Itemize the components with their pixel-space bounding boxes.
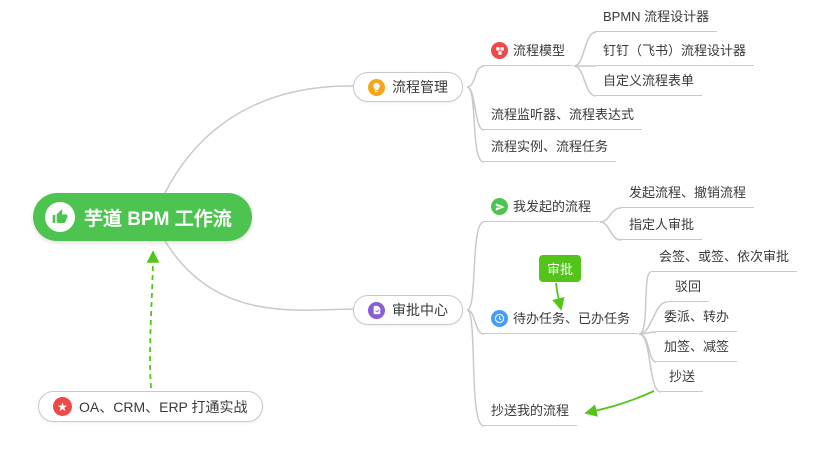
node-practice[interactable]: ★ OA、CRM、ERP 打通实战 bbox=[38, 391, 263, 422]
custom-form-label: 自定义流程表单 bbox=[603, 73, 695, 88]
node-approve-tag[interactable]: 审批 bbox=[539, 255, 582, 282]
node-process-mgmt[interactable]: 流程管理 bbox=[353, 72, 463, 102]
addsign-label: 加签、减签 bbox=[664, 339, 730, 354]
cc-my-label: 抄送我的流程 bbox=[491, 403, 570, 418]
node-addsign[interactable]: 加签、减签 bbox=[656, 333, 738, 362]
node-listener[interactable]: 流程监听器、流程表达式 bbox=[483, 101, 643, 130]
node-custom-form[interactable]: 自定义流程表单 bbox=[595, 67, 703, 96]
node-reject[interactable]: 驳回 bbox=[667, 273, 710, 302]
node-bpmn-designer[interactable]: BPMN 流程设计器 bbox=[595, 3, 718, 32]
delegate-label: 委派、转办 bbox=[664, 309, 730, 324]
node-cc[interactable]: 抄送 bbox=[661, 363, 704, 392]
node-countersign[interactable]: 会签、或签、依次审批 bbox=[651, 243, 798, 272]
document-check-icon bbox=[368, 301, 385, 319]
lightbulb-icon bbox=[368, 78, 385, 96]
clock-icon bbox=[491, 310, 508, 327]
node-delegate[interactable]: 委派、转办 bbox=[656, 303, 738, 332]
practice-to-root-dashed-arrow bbox=[146, 250, 160, 389]
node-approval-center[interactable]: 审批中心 bbox=[353, 295, 463, 325]
reject-label: 驳回 bbox=[675, 279, 702, 294]
node-root[interactable]: 芋道 BPM 工作流 bbox=[33, 193, 252, 241]
process-mgmt-label: 流程管理 bbox=[392, 79, 448, 95]
node-instance[interactable]: 流程实例、流程任务 bbox=[483, 133, 617, 162]
process-model-label: 流程模型 bbox=[513, 43, 566, 58]
assignee-label: 指定人审批 bbox=[629, 217, 695, 232]
node-cc-my[interactable]: 抄送我的流程 bbox=[483, 397, 578, 426]
initiate-label: 发起流程、撤销流程 bbox=[629, 185, 747, 200]
node-dingtalk-designer[interactable]: 钉钉（飞书）流程设计器 bbox=[595, 37, 755, 66]
instance-label: 流程实例、流程任务 bbox=[491, 139, 609, 154]
todo-done-label: 待办任务、已办任务 bbox=[513, 311, 631, 326]
my-initiated-label: 我发起的流程 bbox=[513, 199, 592, 214]
node-todo-done[interactable]: 待办任务、已办任务 bbox=[483, 305, 639, 334]
practice-label: OA、CRM、ERP 打通实战 bbox=[79, 398, 248, 415]
thumbs-up-icon bbox=[45, 202, 75, 232]
node-my-initiated[interactable]: 我发起的流程 bbox=[483, 193, 600, 222]
node-assignee[interactable]: 指定人审批 bbox=[621, 211, 703, 240]
approval-center-label: 审批中心 bbox=[392, 302, 448, 318]
approve-tag-label: 审批 bbox=[547, 262, 574, 277]
node-initiate[interactable]: 发起流程、撤销流程 bbox=[621, 179, 755, 208]
listener-label: 流程监听器、流程表达式 bbox=[491, 107, 635, 122]
countersign-label: 会签、或签、依次审批 bbox=[659, 249, 790, 264]
model-blocks-icon bbox=[491, 42, 508, 59]
bpmn-designer-label: BPMN 流程设计器 bbox=[603, 9, 710, 24]
cc-label: 抄送 bbox=[669, 369, 696, 384]
node-process-model[interactable]: 流程模型 bbox=[483, 37, 574, 66]
star-icon: ★ bbox=[53, 397, 72, 416]
cc-to-ccmy-arrow bbox=[584, 390, 655, 417]
send-plane-icon bbox=[491, 198, 508, 215]
dingtalk-designer-label: 钉钉（飞书）流程设计器 bbox=[603, 43, 747, 58]
root-label: 芋道 BPM 工作流 bbox=[84, 208, 232, 230]
